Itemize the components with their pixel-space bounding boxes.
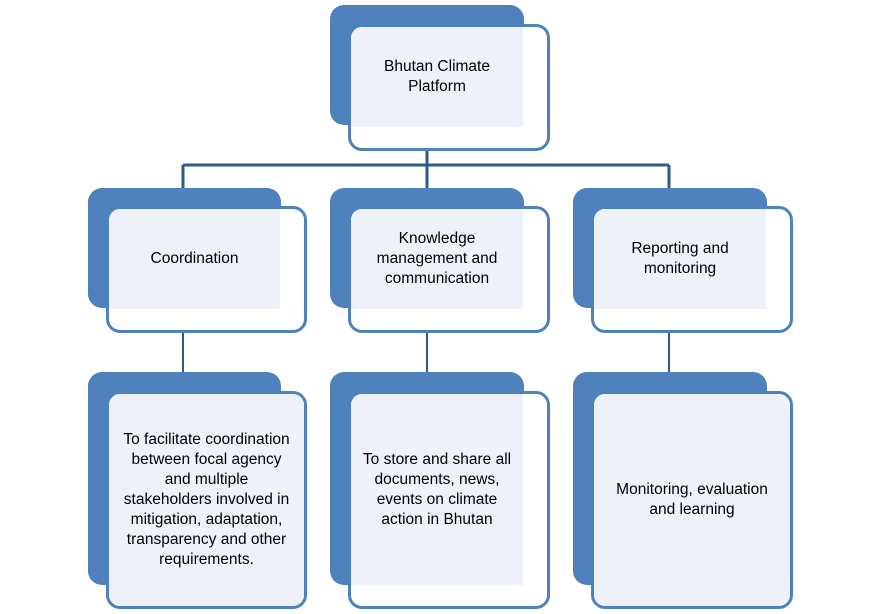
branch-node-knowledge-panel: Knowledge management and communication	[351, 209, 523, 309]
branch-node-reporting-panel: Reporting and monitoring	[594, 209, 766, 309]
branch-node-coordination-panel: Coordination	[109, 209, 280, 309]
detail-node-knowledge: To store and share all documents, news, …	[330, 372, 550, 609]
branch-node-reporting: Reporting and monitoring	[573, 188, 793, 333]
branch-label-knowledge: Knowledge management and communication	[376, 230, 498, 287]
branch-node-knowledge-box: Knowledge management and communication	[348, 206, 550, 333]
root-node-panel: Bhutan Climate Platform	[351, 27, 523, 127]
detail-node-reporting: Monitoring, evaluation and learning	[573, 372, 793, 609]
root-node-box: Bhutan Climate Platform	[348, 24, 550, 151]
branch-node-coordination: Coordination	[88, 188, 307, 333]
branch-label-coordination: Coordination	[150, 250, 239, 267]
branch-node-knowledge: Knowledge management and communication	[330, 188, 550, 333]
detail-text-coordination: To facilitate coordination between focal…	[123, 431, 290, 568]
detail-node-knowledge-box: To store and share all documents, news, …	[348, 391, 550, 609]
detail-node-coordination-box: To facilitate coordination between focal…	[106, 391, 307, 609]
detail-node-reporting-panel: Monitoring, evaluation and learning	[594, 394, 790, 606]
branch-label-reporting: Reporting and monitoring	[631, 240, 729, 277]
branch-node-reporting-box: Reporting and monitoring	[591, 206, 793, 333]
detail-node-reporting-box: Monitoring, evaluation and learning	[591, 391, 793, 609]
detail-text-reporting: Monitoring, evaluation and learning	[616, 481, 768, 518]
detail-node-coordination: To facilitate coordination between focal…	[88, 372, 307, 609]
branch-node-coordination-box: Coordination	[106, 206, 307, 333]
root-node-label: Bhutan Climate Platform	[384, 58, 490, 95]
root-node: Bhutan Climate Platform	[330, 5, 550, 151]
detail-node-coordination-panel: To facilitate coordination between focal…	[109, 394, 304, 606]
detail-node-knowledge-panel: To store and share all documents, news, …	[351, 394, 523, 585]
detail-text-knowledge: To store and share all documents, news, …	[362, 450, 512, 528]
